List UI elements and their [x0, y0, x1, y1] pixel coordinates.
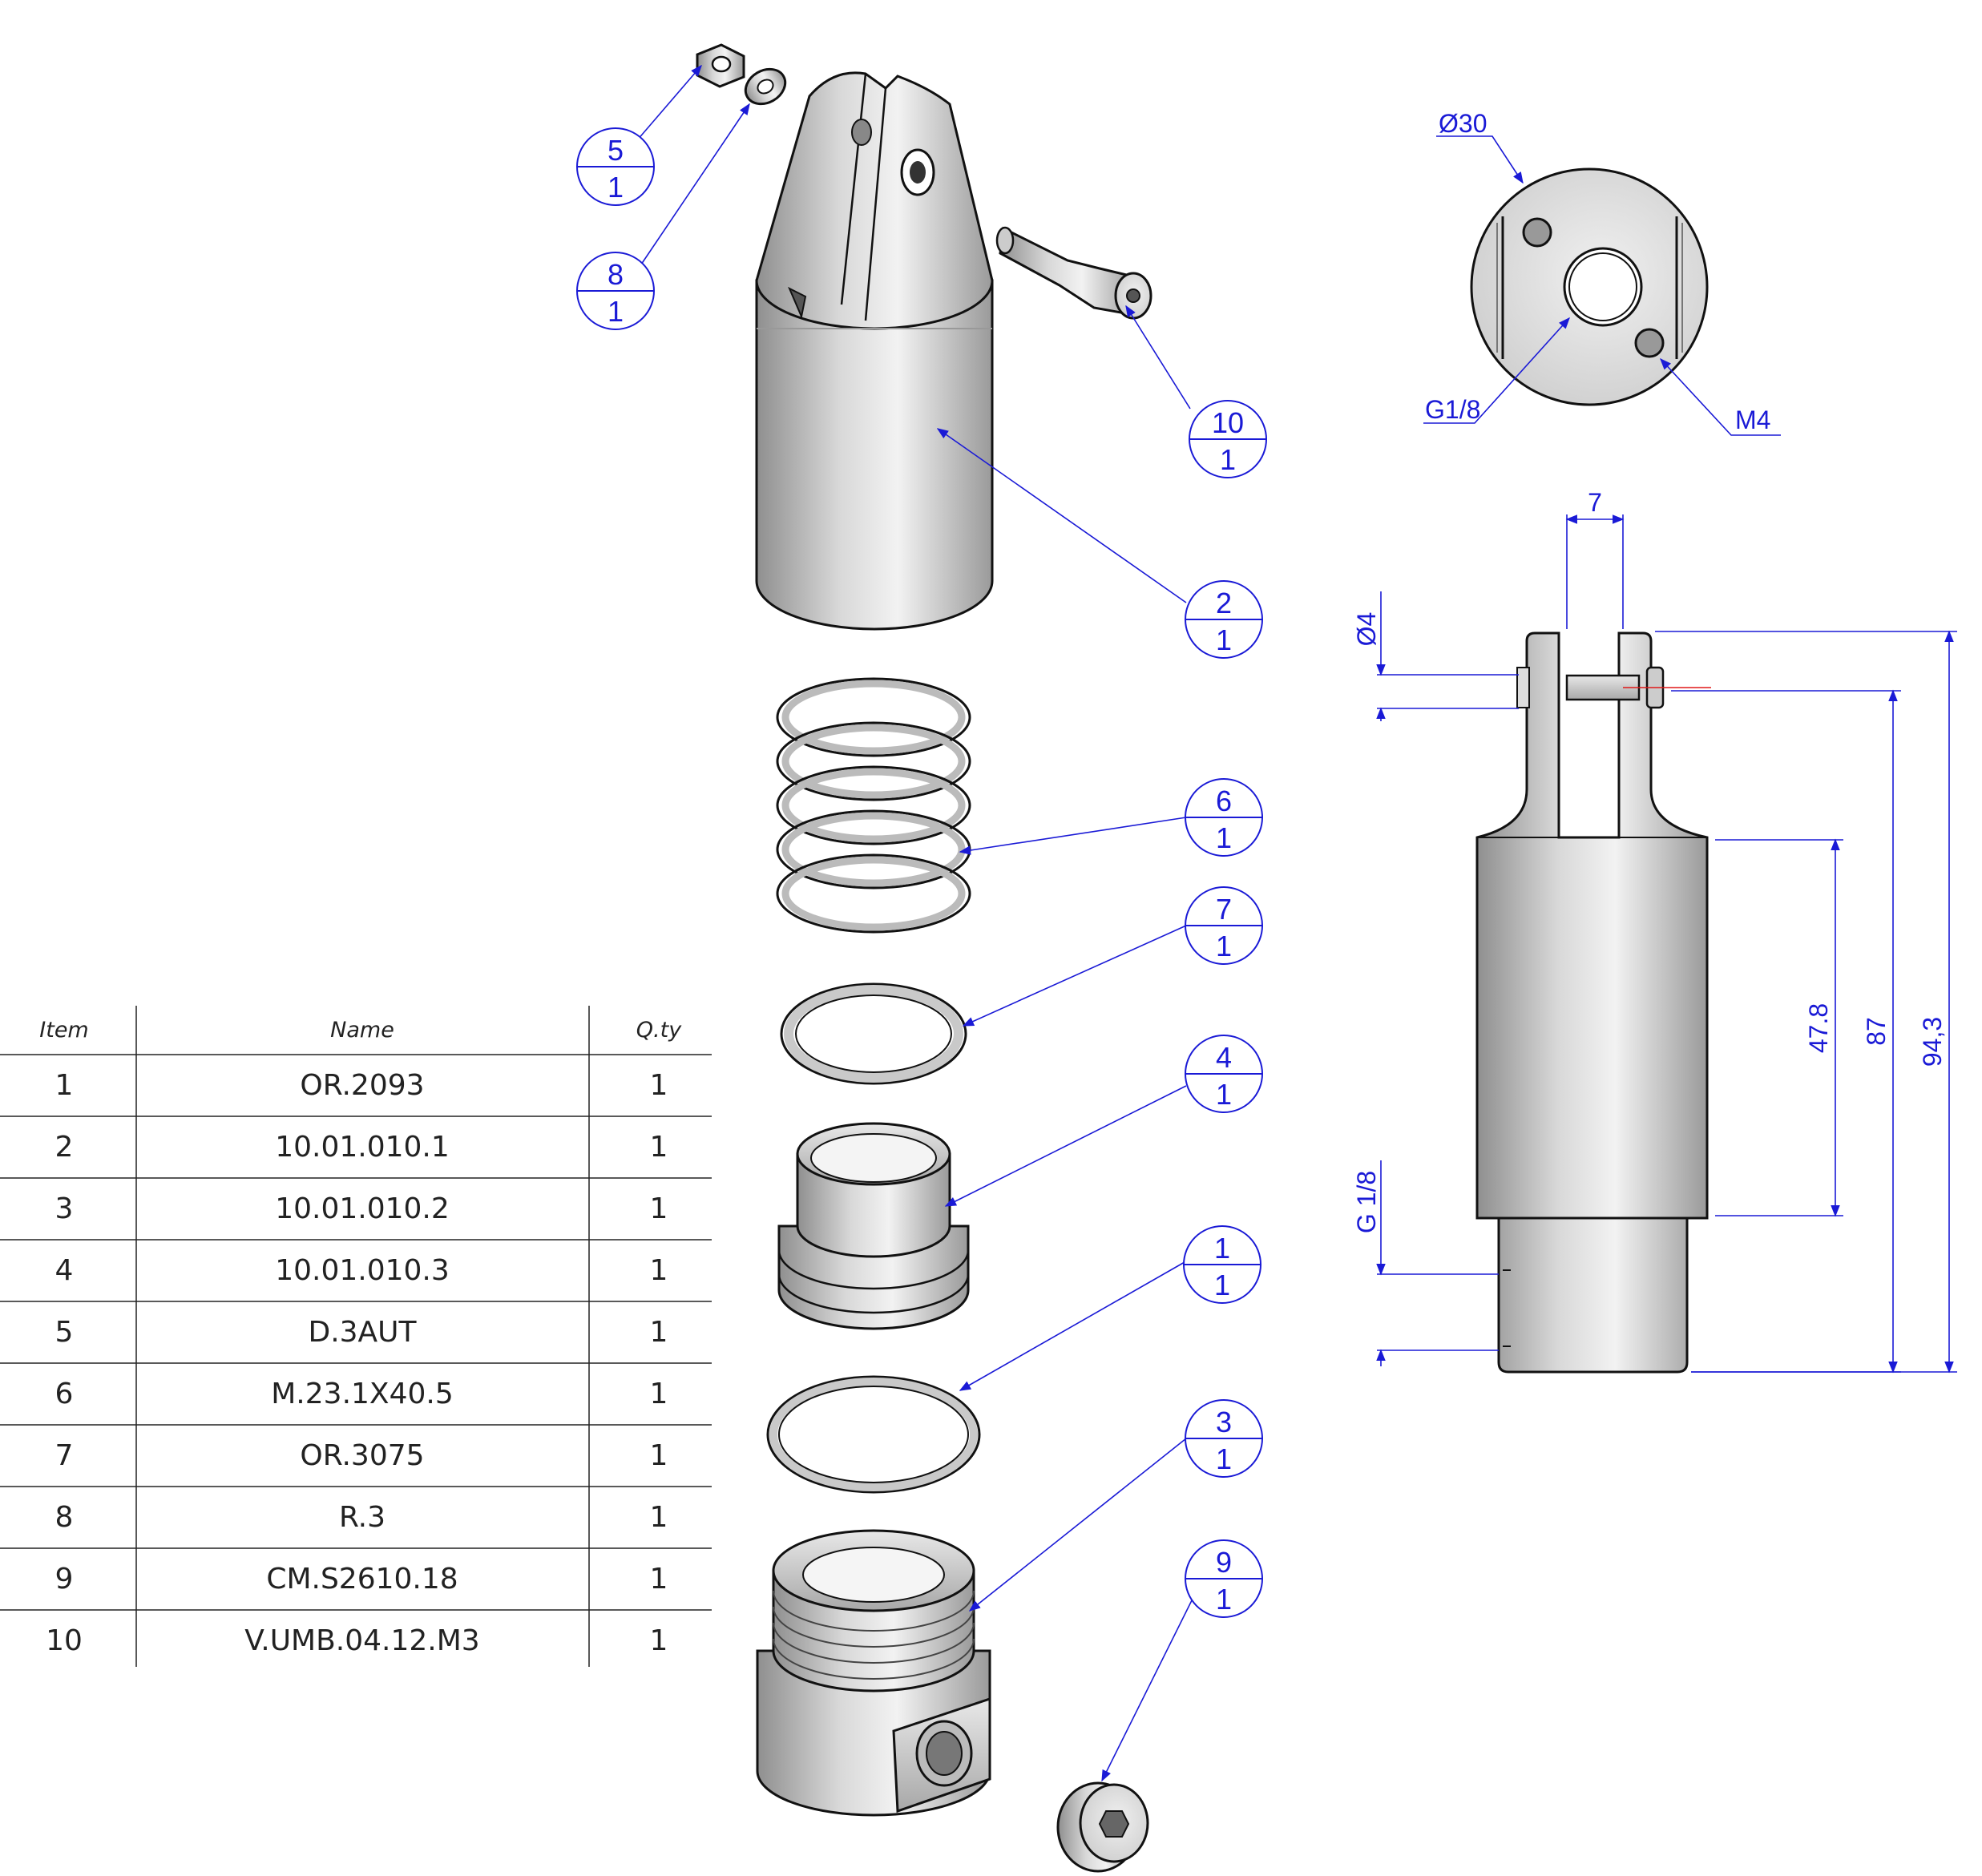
bom-table: Item Name Q.ty 1 OR.2093 1 2 10.01.010.1 1 3 10… — [0, 1006, 712, 1667]
bom-cell-name: V.UMB.04.12.M3 — [244, 1624, 479, 1657]
dim-clevis-width: 7 — [1588, 488, 1602, 517]
bom-cell-name: R.3 — [339, 1501, 386, 1534]
side-view: 7 Ø4 47.8 87 94,3 G 1/8 — [1352, 488, 1957, 1374]
balloon-item: 2 — [1216, 587, 1232, 619]
bom-cell-item: 2 — [55, 1131, 74, 1164]
balloon-qty: 1 — [608, 295, 624, 328]
top-view: Ø30 G1/8 M4 — [1423, 109, 1781, 436]
bom-cell-qty: 1 — [650, 1254, 668, 1287]
balloon-qty: 1 — [1216, 930, 1232, 962]
balloon-qty: 1 — [1220, 443, 1236, 476]
clevis-body-part — [755, 71, 994, 631]
dim-body-length: 47.8 — [1804, 1003, 1833, 1053]
bom-cell-item: 7 — [55, 1439, 74, 1472]
dim-side-port: G 1/8 — [1352, 1171, 1381, 1233]
bom-cell-name: OR.3075 — [300, 1439, 424, 1472]
bom-header-qty: Q.ty — [636, 1018, 682, 1043]
balloon-item-2: 21 — [1185, 580, 1263, 659]
bom-cell-item: 5 — [55, 1316, 74, 1349]
bom-cell-qty: 1 — [650, 1069, 668, 1102]
dim-pin-diameter: Ø4 — [1352, 612, 1381, 647]
bushing-part — [777, 1122, 970, 1330]
screw-pin-part — [995, 226, 1152, 320]
bom-header-item: Item — [39, 1018, 88, 1043]
balloon-item: 4 — [1216, 1041, 1232, 1074]
balloon-item: 1 — [1214, 1232, 1230, 1265]
balloon-item-7: 71 — [1185, 886, 1263, 965]
plug-part — [1056, 1781, 1149, 1873]
hex-nut-part — [696, 43, 745, 88]
spring-part — [776, 677, 971, 934]
balloon-item-8: 81 — [576, 252, 655, 330]
balloon-item: 7 — [1216, 893, 1232, 926]
threaded-base-part — [756, 1529, 991, 1817]
balloon-item-10: 101 — [1189, 400, 1267, 478]
balloon-item-3: 31 — [1185, 1399, 1263, 1478]
bom-cell-qty: 1 — [650, 1192, 668, 1225]
o-ring-7-part — [780, 982, 967, 1085]
bom-cell-qty: 1 — [650, 1378, 668, 1410]
bom-cell-name: 10.01.010.2 — [275, 1192, 450, 1225]
balloon-qty: 1 — [1214, 1269, 1230, 1301]
balloon-item-9: 91 — [1185, 1539, 1263, 1618]
balloon-item-6: 61 — [1185, 778, 1263, 857]
dim-top-diameter: Ø30 — [1439, 109, 1487, 138]
bom-cell-name: 10.01.010.3 — [275, 1254, 450, 1287]
bom-header-name: Name — [330, 1018, 394, 1043]
bom-cell-item: 3 — [55, 1192, 74, 1225]
balloon-qty: 1 — [1216, 821, 1232, 854]
bom-cell-qty: 1 — [650, 1316, 668, 1349]
bom-cell-qty: 1 — [650, 1439, 668, 1472]
balloon-qty: 1 — [1216, 1078, 1232, 1111]
balloon-item: 10 — [1212, 406, 1244, 439]
balloon-item: 8 — [608, 258, 624, 291]
dim-top-port: G1/8 — [1425, 395, 1480, 424]
balloon-qty: 1 — [1216, 1442, 1232, 1475]
washer-part — [744, 67, 787, 106]
balloon-item: 5 — [608, 134, 624, 167]
balloon-item-4: 41 — [1185, 1035, 1263, 1113]
balloon-item-1: 11 — [1183, 1225, 1261, 1304]
balloon-item: 6 — [1216, 785, 1232, 817]
dim-pin-to-base: 87 — [1862, 1017, 1891, 1046]
bom-cell-item: 1 — [55, 1069, 74, 1102]
balloon-qty: 1 — [1216, 1583, 1232, 1616]
bom-cell-name: OR.2093 — [300, 1069, 424, 1102]
balloon-item-5: 51 — [576, 127, 655, 206]
bom-cell-item: 10 — [46, 1624, 83, 1657]
bom-cell-qty: 1 — [650, 1624, 668, 1657]
bom-cell-item: 9 — [55, 1563, 74, 1596]
o-ring-1-part — [766, 1375, 981, 1494]
bom-cell-name: 10.01.010.1 — [275, 1131, 450, 1164]
balloon-leaders — [636, 64, 1201, 1782]
balloon-qty: 1 — [608, 171, 624, 204]
dim-top-thread: M4 — [1735, 405, 1770, 434]
bom-cell-item: 6 — [55, 1378, 74, 1410]
bom-cell-name: D.3AUT — [308, 1316, 417, 1349]
balloon-item: 3 — [1216, 1406, 1232, 1438]
bom-cell-item: 8 — [55, 1501, 74, 1534]
bom-cell-item: 4 — [55, 1254, 74, 1287]
exploded-view — [696, 43, 1152, 1873]
bom-cell-name: M.23.1X40.5 — [271, 1378, 453, 1410]
bom-cell-qty: 1 — [650, 1131, 668, 1164]
balloon-item: 9 — [1216, 1546, 1232, 1579]
bom-cell-qty: 1 — [650, 1501, 668, 1534]
bom-cell-qty: 1 — [650, 1563, 668, 1596]
bom-cell-name: CM.S2610.18 — [266, 1563, 458, 1596]
dim-overall-length: 94,3 — [1918, 1017, 1947, 1067]
balloon-qty: 1 — [1216, 623, 1232, 656]
